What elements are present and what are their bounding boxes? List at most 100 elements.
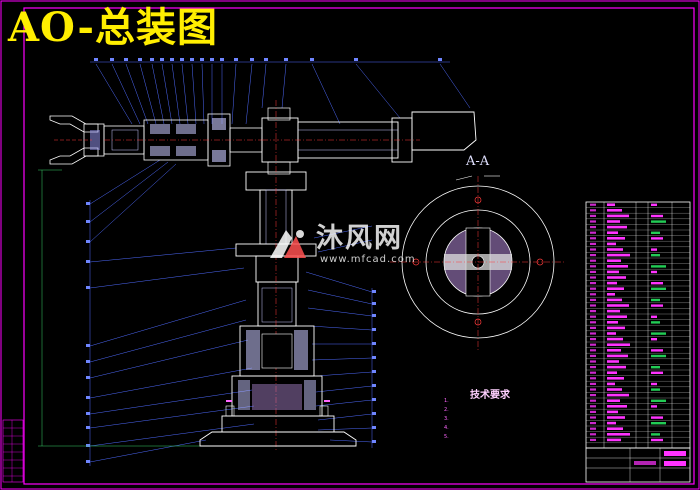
table-cell-text — [607, 349, 621, 352]
left-margin-block — [2, 419, 24, 483]
overall-dimension — [38, 169, 200, 447]
table-cell-material — [651, 388, 660, 391]
balloon-ticks-left — [86, 202, 90, 463]
table-cell-number — [590, 304, 596, 307]
watermark: 沐风网 www.mfcad.com — [262, 222, 432, 268]
table-cell-number — [590, 287, 596, 290]
table-cell-text — [607, 276, 626, 279]
tech-note: 3. — [444, 416, 449, 422]
table-cell-number — [590, 405, 596, 408]
watermark-logo-icon — [270, 230, 306, 258]
table-cell-number — [590, 276, 596, 279]
leader-lines-top — [90, 61, 471, 125]
table-cell-number — [590, 349, 596, 352]
table-cell-number — [590, 203, 596, 206]
section-view-a-a — [390, 175, 566, 350]
table-cell-text — [607, 209, 622, 212]
table-cell-material — [651, 287, 666, 290]
table-cell-number — [590, 315, 596, 318]
tech-requirements-title: 技术要求 — [470, 390, 510, 401]
table-cell-number — [590, 366, 596, 369]
table-cell-number — [590, 209, 596, 212]
section-markers — [226, 400, 330, 402]
table-cell-material — [651, 254, 660, 257]
table-cell-text — [607, 343, 630, 346]
table-cell-number — [590, 265, 596, 268]
table-cell-text — [607, 259, 621, 262]
table-cell-text — [607, 231, 618, 234]
table-cell-text — [607, 427, 623, 430]
wrist-assembly — [103, 113, 263, 167]
inner-frame — [23, 7, 695, 485]
table-cell-text — [607, 304, 629, 307]
table-cell-text — [607, 309, 620, 313]
table-cell-text — [607, 410, 618, 414]
table-cell-material — [651, 214, 663, 218]
table-cell-number — [590, 338, 596, 341]
table-cell-number — [590, 377, 596, 380]
balloon-ticks-top — [94, 58, 442, 61]
table-cell-material — [651, 220, 666, 223]
table-cell-text — [607, 253, 630, 257]
table-cell-number — [590, 242, 596, 245]
table-cell-text — [607, 220, 620, 223]
table-cell-number — [590, 220, 596, 223]
table-cell-number — [590, 237, 596, 240]
table-cell-text — [607, 382, 615, 386]
table-cell-number — [590, 399, 596, 402]
table-cell-number — [590, 433, 596, 436]
table-cell-number — [590, 293, 596, 296]
table-cell-text — [607, 393, 629, 397]
table-cell-text — [607, 287, 624, 290]
table-cell-number — [590, 371, 596, 374]
table-cell-number — [590, 298, 596, 301]
table-cell-number — [590, 259, 596, 262]
table-cell-material — [651, 231, 660, 234]
table-cell-material — [651, 433, 660, 436]
table-cell-number — [590, 438, 596, 441]
table-cell-material — [651, 371, 663, 374]
table-cell-material — [651, 349, 663, 352]
table-cell-material — [651, 237, 663, 240]
table-cell-text — [607, 321, 618, 324]
table-cell-material — [651, 248, 657, 251]
table-cell-text — [607, 388, 622, 391]
table-cell-text — [607, 438, 621, 442]
table-cell-number — [590, 326, 596, 329]
table-cell-text — [607, 337, 623, 341]
table-cell-text — [607, 371, 617, 374]
tech-note: 1. — [444, 398, 449, 404]
table-cell-material — [651, 354, 666, 358]
table-cell-number — [590, 388, 596, 391]
table-cell-number — [590, 282, 596, 285]
table-cell-text — [607, 315, 627, 318]
table-cell-number — [590, 254, 596, 257]
table-cell-number — [590, 422, 596, 425]
table-cell-number — [590, 382, 596, 385]
tech-note: 5. — [444, 434, 449, 440]
table-cell-text — [607, 360, 619, 363]
gripper-assembly — [49, 115, 105, 165]
table-cell-text — [607, 433, 630, 436]
table-cell-material — [651, 265, 666, 268]
table-cell-text — [607, 248, 623, 251]
table-cell-material — [651, 382, 657, 386]
balloon-ticks-right — [372, 290, 376, 443]
table-cell-text — [607, 293, 615, 296]
table-cell-text — [607, 365, 626, 369]
table-cell-material — [651, 399, 666, 402]
table-cell-material — [651, 304, 663, 307]
table-cell-text — [607, 265, 628, 268]
vertical-column — [235, 100, 317, 450]
table-cell-text — [607, 237, 625, 240]
table-cell-text — [607, 214, 629, 218]
table-cell-text — [607, 354, 628, 358]
table-cell-text — [607, 281, 617, 285]
tech-note: 4. — [444, 425, 449, 431]
table-cell-material — [651, 321, 660, 324]
table-cell-text — [607, 242, 616, 246]
table-cell-number — [590, 332, 596, 335]
